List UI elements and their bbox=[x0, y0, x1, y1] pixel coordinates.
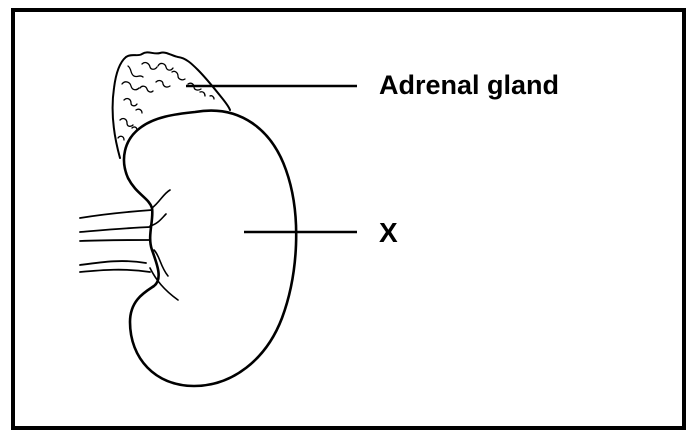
renal-vessels bbox=[80, 210, 152, 272]
kidney-hilum-creases bbox=[150, 190, 178, 300]
adrenal-texture bbox=[118, 63, 214, 140]
kidney-outline bbox=[124, 111, 296, 386]
adrenal-gland bbox=[113, 52, 230, 158]
x-label: X bbox=[379, 219, 398, 247]
adrenal-gland-label: Adrenal gland bbox=[379, 72, 559, 99]
renal-vessel-middle-2 bbox=[80, 240, 150, 241]
renal-vessel-lower bbox=[80, 261, 146, 265]
renal-vessel-lower-2 bbox=[80, 270, 150, 272]
renal-vessel-upper bbox=[80, 210, 152, 218]
renal-vessel-middle-1 bbox=[80, 227, 150, 232]
